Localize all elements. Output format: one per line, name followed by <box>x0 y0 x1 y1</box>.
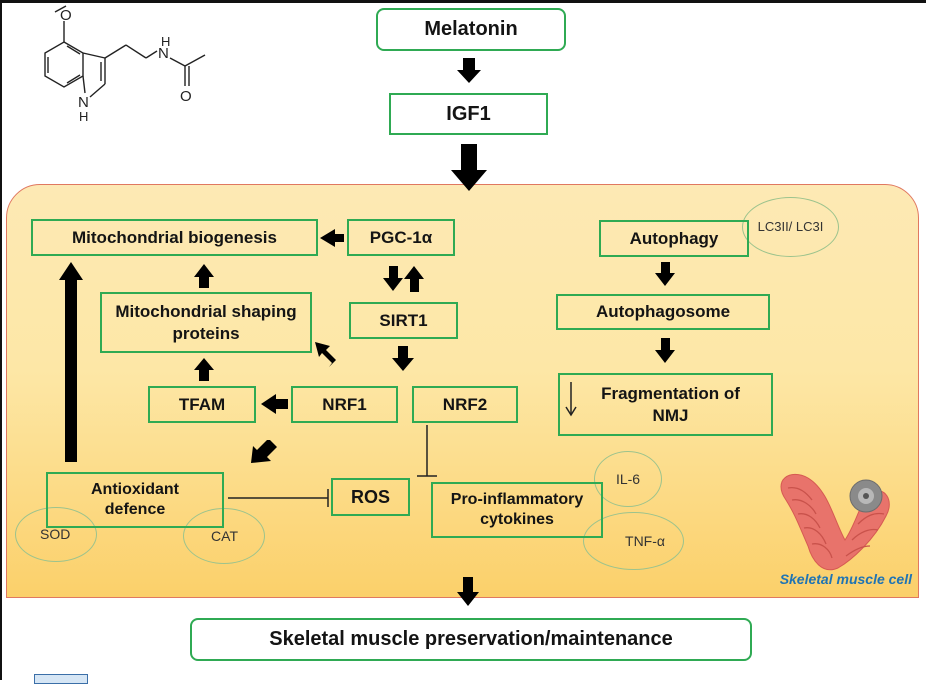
mitochondrial-shaping-box: Mitochondrial shaping proteins <box>100 292 312 353</box>
sod-marker: SOD <box>15 507 97 562</box>
autophagosome-box: Autophagosome <box>556 294 770 330</box>
arrow-nrf1-shaping <box>315 342 336 367</box>
amide-n-label: N <box>158 45 169 62</box>
tnf-alpha-marker: TNF-α <box>583 512 684 570</box>
arrow-tfam-shaping <box>194 358 214 381</box>
top-border <box>0 0 926 3</box>
skeletal-muscle-illustration <box>780 473 890 571</box>
arrow-sirt1-pgc1a-up <box>404 266 424 292</box>
lc3-marker: LC3II/ LC3I <box>742 197 839 257</box>
arrow-melatonin-igf1 <box>457 58 481 83</box>
arrow-autophagosome-fragmentation <box>655 338 675 363</box>
cat-marker: CAT <box>183 508 265 564</box>
arrow-autophagy-autophagosome <box>655 262 675 286</box>
arrow-cell-preservation <box>457 577 479 606</box>
fragmentation-nmj-box: Fragmentation of NMJ <box>558 373 773 436</box>
igf1-box: IGF1 <box>389 93 548 135</box>
arrow-sirt1-nrf1 <box>392 346 414 371</box>
arrow-igf1-cell <box>451 144 487 191</box>
arrow-antioxidant-biogenesis <box>59 262 83 462</box>
sirt1-box: SIRT1 <box>349 302 458 339</box>
skeletal-muscle-preservation-box: Skeletal muscle preservation/maintenance <box>190 618 752 661</box>
arrow-nrf1-tfam <box>261 394 288 414</box>
tfam-box: TFAM <box>148 386 256 423</box>
mitochondrial-biogenesis-box: Mitochondrial biogenesis <box>31 219 318 256</box>
indole-h-label: H <box>79 109 88 124</box>
pro-inflammatory-cytokines-box: Pro-inflammatory cytokines <box>431 482 603 538</box>
arrow-shaping-biogenesis <box>194 264 214 288</box>
amide-h-label: H <box>161 34 170 49</box>
ros-box: ROS <box>331 478 410 516</box>
left-border <box>0 0 2 680</box>
nrf1-box: NRF1 <box>291 386 398 423</box>
indole-n-label: N <box>78 94 89 111</box>
melatonin-box: Melatonin <box>376 8 566 51</box>
autophagy-box: Autophagy <box>599 220 749 257</box>
methoxy-o-label: O <box>60 7 72 24</box>
pgc1a-box: PGC-1α <box>347 219 455 256</box>
corner-swatch <box>34 674 88 684</box>
nrf2-box: NRF2 <box>412 386 518 423</box>
arrow-nrf1-antioxidant <box>251 440 277 463</box>
carbonyl-o-label: O <box>180 88 192 105</box>
arrow-pgc1a-biogenesis <box>320 229 344 247</box>
arrow-pgc1a-sirt1-down <box>383 266 403 291</box>
skeletal-muscle-cell-label: Skeletal muscle cell <box>779 571 912 587</box>
antioxidant-defence-box: Antioxidant defence <box>46 472 224 528</box>
il6-marker: IL-6 <box>594 451 662 507</box>
